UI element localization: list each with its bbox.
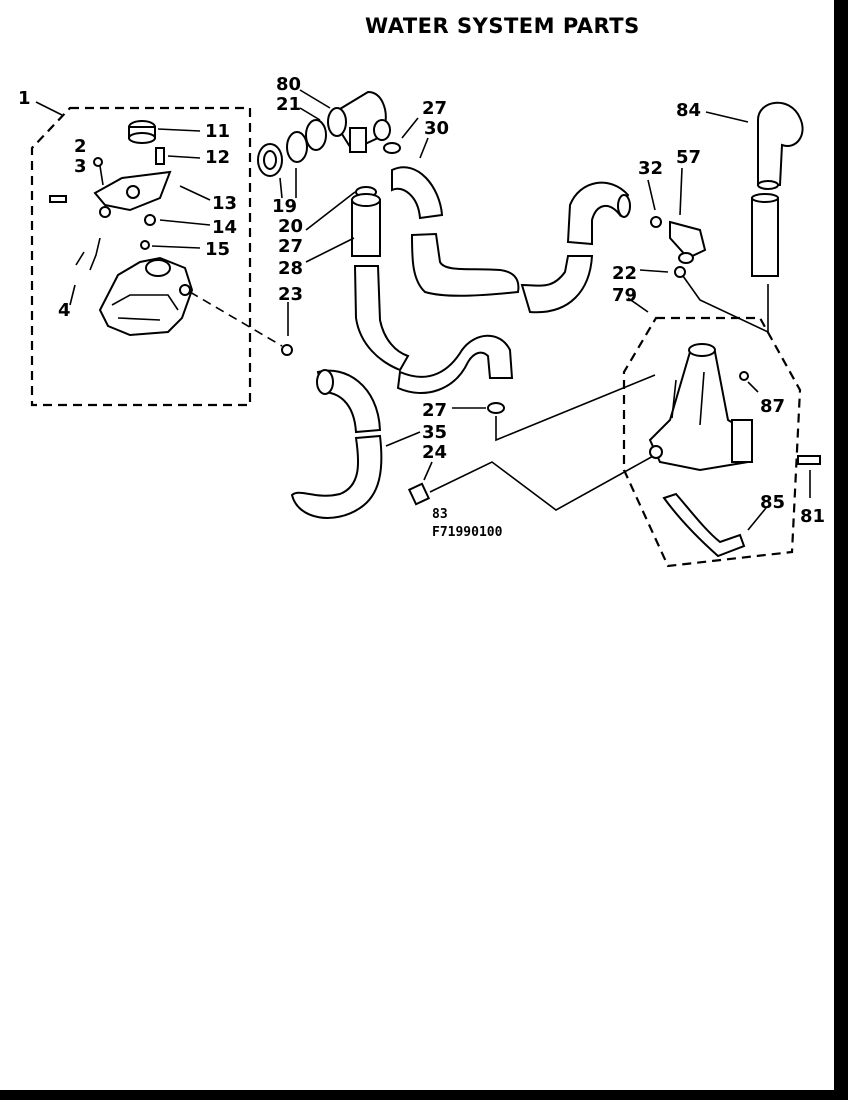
label-23: 23	[278, 284, 303, 305]
label-2: 2	[74, 136, 87, 157]
label-24: 24	[422, 442, 447, 463]
label-28: 28	[278, 258, 303, 279]
label-81: 81	[800, 506, 825, 527]
clamp-23	[281, 344, 293, 356]
right-border-bar	[834, 0, 848, 1100]
label-32: 32	[638, 158, 663, 179]
label-35: 35	[422, 422, 447, 443]
label-12: 12	[205, 147, 230, 168]
label-79: 79	[612, 285, 637, 306]
label-30: 30	[424, 118, 449, 139]
clamp-27-lower	[487, 402, 505, 414]
inlet-elbow-80	[257, 90, 401, 177]
label-85: 85	[760, 492, 785, 513]
pump-assembly-group	[30, 106, 252, 407]
clamp-22	[674, 266, 686, 278]
label-15: 15	[205, 239, 230, 260]
drain-assembly-79	[622, 316, 821, 568]
label-57: 57	[676, 147, 701, 168]
label-11: 11	[205, 121, 230, 142]
label-22: 22	[612, 263, 637, 284]
part-labels: 1 2 3 4 11 12 13 14 15 80 21 19 20 27 30…	[18, 74, 825, 540]
clamp-32	[650, 216, 662, 228]
pump-leader-lines	[35, 101, 211, 306]
label-1: 1	[18, 88, 31, 109]
label-87: 87	[760, 396, 785, 417]
drawing-code-f71990100: F71990100	[432, 525, 503, 540]
label-13: 13	[212, 193, 237, 214]
label-80: 80	[276, 74, 301, 95]
hose-84	[751, 101, 804, 277]
label-21: 21	[276, 94, 301, 115]
drawing-code-83: 83	[432, 507, 448, 522]
label-4: 4	[58, 300, 71, 321]
label-3: 3	[74, 156, 87, 177]
hose-30	[391, 166, 520, 297]
label-14: 14	[212, 217, 237, 238]
page-title: WATER SYSTEM PARTS	[365, 14, 640, 38]
clamp-24	[407, 482, 431, 506]
elbow-57	[669, 220, 707, 264]
connection-lines	[429, 275, 769, 511]
label-27-mid: 27	[278, 236, 303, 257]
hose-35	[290, 369, 383, 519]
label-27-top: 27	[422, 98, 447, 119]
bottom-border-bar	[0, 1090, 848, 1100]
label-27-low: 27	[422, 400, 447, 421]
label-19: 19	[272, 196, 297, 217]
label-84: 84	[676, 100, 701, 121]
leader-lines	[279, 89, 811, 531]
hose-28	[351, 186, 514, 394]
label-20: 20	[278, 216, 303, 237]
hose-center	[520, 181, 631, 314]
